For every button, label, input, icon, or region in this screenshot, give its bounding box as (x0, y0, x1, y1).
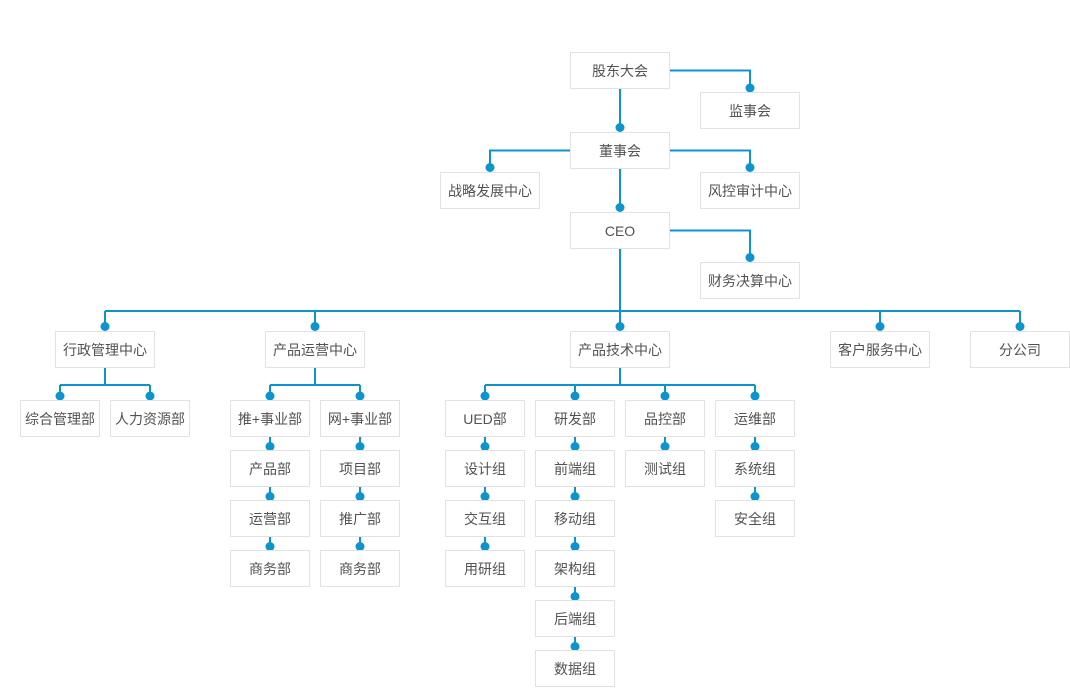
node-finance-settlement-center[interactable]: 财务决算中心 (700, 262, 800, 299)
node-admin-management-center[interactable]: 行政管理中心 (55, 331, 155, 368)
node-risk-audit-center[interactable]: 风控审计中心 (700, 172, 800, 209)
node-label: 交互组 (464, 510, 506, 527)
node-testing-group[interactable]: 测试组 (625, 450, 705, 487)
node-label: 商务部 (339, 560, 381, 577)
node-frontend-group[interactable]: 前端组 (535, 450, 615, 487)
node-board-of-directors[interactable]: 董事会 (570, 132, 670, 169)
node-ceo[interactable]: CEO (570, 212, 670, 249)
node-label: 运营部 (249, 510, 291, 527)
node-user-research-group[interactable]: 用研组 (445, 550, 525, 587)
node-backend-group[interactable]: 后端组 (535, 600, 615, 637)
node-maintenance-dept[interactable]: 运维部 (715, 400, 795, 437)
node-label: 项目部 (339, 460, 381, 477)
node-label: 监事会 (729, 102, 771, 119)
node-quality-control-dept[interactable]: 品控部 (625, 400, 705, 437)
node-branch-company[interactable]: 分公司 (970, 331, 1070, 368)
node-product-operations-center[interactable]: 产品运营中心 (265, 331, 365, 368)
node-label: 移动组 (554, 510, 596, 527)
node-label: CEO (604, 222, 636, 239)
node-label: 董事会 (599, 142, 641, 159)
node-label: 推+事业部 (237, 410, 303, 427)
node-label: 客户服务中心 (838, 341, 922, 358)
node-label: 运维部 (734, 410, 776, 427)
node-operations-dept[interactable]: 运营部 (230, 500, 310, 537)
node-system-group[interactable]: 系统组 (715, 450, 795, 487)
node-label: 股东大会 (592, 62, 648, 79)
node-shareholders-meeting[interactable]: 股东大会 (570, 52, 670, 89)
node-label: UED部 (463, 410, 507, 427)
node-label: 用研组 (464, 560, 506, 577)
node-label: 系统组 (734, 460, 776, 477)
node-label: 风控审计中心 (708, 182, 792, 199)
node-label: 分公司 (999, 341, 1041, 358)
node-product-dept[interactable]: 产品部 (230, 450, 310, 487)
node-wang-division[interactable]: 网+事业部 (320, 400, 400, 437)
node-label: 安全组 (734, 510, 776, 527)
node-label: 商务部 (249, 560, 291, 577)
node-label: 设计组 (464, 460, 506, 477)
node-label: 推广部 (339, 510, 381, 527)
node-data-group[interactable]: 数据组 (535, 650, 615, 687)
node-label: 战略发展中心 (448, 182, 532, 199)
node-ued-dept[interactable]: UED部 (445, 400, 525, 437)
node-promotion-dept[interactable]: 推广部 (320, 500, 400, 537)
node-label: 品控部 (644, 410, 686, 427)
node-label: 后端组 (554, 610, 596, 627)
node-label: 行政管理中心 (63, 341, 147, 358)
node-label: 架构组 (554, 560, 596, 577)
node-label: 研发部 (554, 410, 596, 427)
node-design-group[interactable]: 设计组 (445, 450, 525, 487)
node-interaction-group[interactable]: 交互组 (445, 500, 525, 537)
node-label: 网+事业部 (327, 410, 393, 427)
node-label: 产品部 (249, 460, 291, 477)
node-label: 前端组 (554, 460, 596, 477)
node-strategy-development-center[interactable]: 战略发展中心 (440, 172, 540, 209)
node-label: 测试组 (644, 460, 686, 477)
node-product-technology-center[interactable]: 产品技术中心 (570, 331, 670, 368)
node-hr-dept[interactable]: 人力资源部 (110, 400, 190, 437)
node-label: 人力资源部 (115, 410, 185, 427)
node-label: 数据组 (554, 660, 596, 677)
node-label: 产品技术中心 (578, 341, 662, 358)
node-label: 财务决算中心 (708, 272, 792, 289)
node-supervisory-board[interactable]: 监事会 (700, 92, 800, 129)
node-label: 产品运营中心 (273, 341, 357, 358)
node-security-group[interactable]: 安全组 (715, 500, 795, 537)
node-tui-division[interactable]: 推+事业部 (230, 400, 310, 437)
node-business-dept-2[interactable]: 商务部 (320, 550, 400, 587)
node-general-admin-dept[interactable]: 综合管理部 (20, 400, 100, 437)
node-rnd-dept[interactable]: 研发部 (535, 400, 615, 437)
node-label: 综合管理部 (25, 410, 95, 427)
node-project-dept[interactable]: 项目部 (320, 450, 400, 487)
node-architecture-group[interactable]: 架构组 (535, 550, 615, 587)
node-customer-service-center[interactable]: 客户服务中心 (830, 331, 930, 368)
node-business-dept-1[interactable]: 商务部 (230, 550, 310, 587)
node-mobile-group[interactable]: 移动组 (535, 500, 615, 537)
